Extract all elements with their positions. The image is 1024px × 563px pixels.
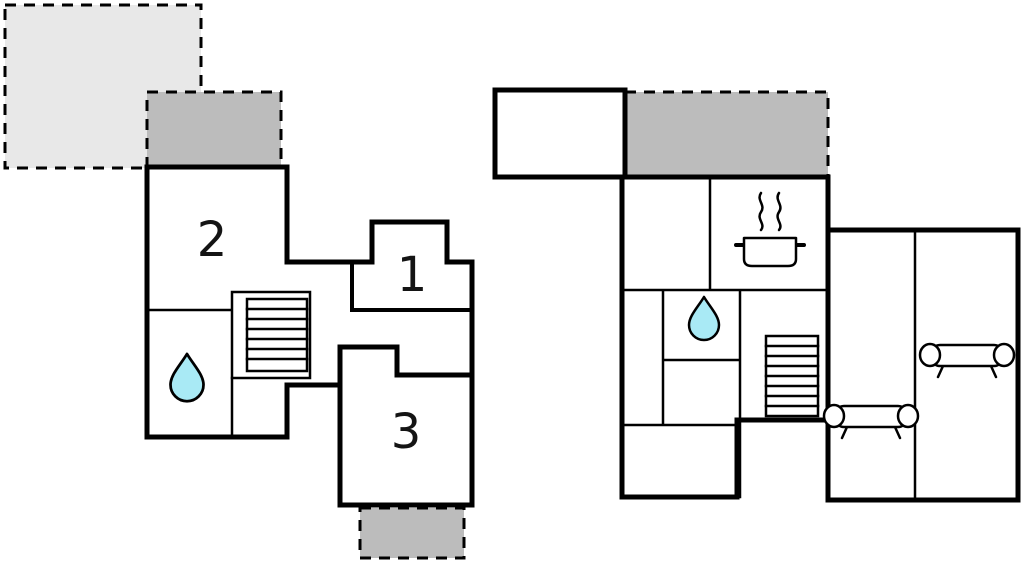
room-2-label: 2 [197,212,228,268]
room-3-label: 3 [391,404,422,460]
floor2-plan [492,87,1021,503]
staircase-icon [764,334,820,418]
balcony-floor1 [145,90,283,169]
floor1-interior-walls [145,308,234,439]
steam-icon [758,191,782,232]
floor2-exterior-walls [619,174,1021,503]
floor2-annex-room [492,87,628,180]
floor1-exterior-walls [144,164,475,508]
porch-area [358,506,466,560]
balcony-floor2 [623,90,830,179]
water-drop-icon [687,295,721,342]
staircase-icon [230,290,312,380]
sofa-icon [918,342,1016,379]
floor1-room1-walls [350,260,474,312]
sofa-icon [822,403,920,440]
cooking-pot-icon [734,236,806,268]
room-1-label: 1 [397,247,428,303]
floor2-interior-walls [620,175,917,502]
floor1-plan: 2 1 3 [3,3,475,560]
water-drop-icon [169,352,205,403]
